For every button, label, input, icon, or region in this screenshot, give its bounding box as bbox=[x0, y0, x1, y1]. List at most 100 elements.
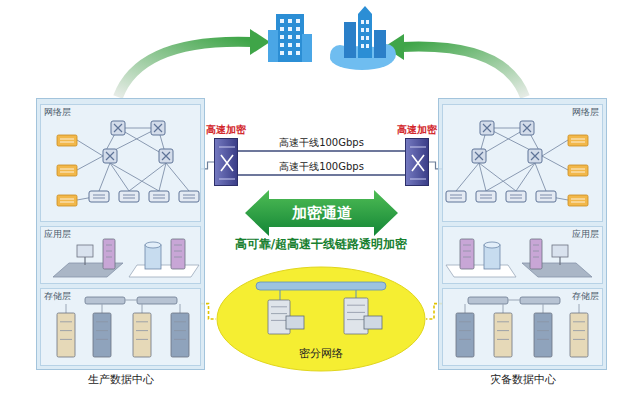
server-tower bbox=[573, 321, 585, 322]
server-tower bbox=[347, 312, 365, 313]
firewall-icon bbox=[57, 165, 77, 176]
server-tower bbox=[271, 306, 287, 307]
network-wire bbox=[508, 300, 520, 301]
network-wire bbox=[166, 163, 189, 191]
server-tower bbox=[133, 313, 151, 357]
server-tower bbox=[106, 251, 112, 252]
key-network-ellipse: 密分网络 bbox=[216, 266, 426, 372]
building-window bbox=[361, 36, 364, 40]
layer-title: 网络层 bbox=[44, 107, 71, 118]
server-tower bbox=[456, 313, 474, 357]
encryptor-symbol bbox=[219, 179, 235, 180]
storage-switch bbox=[468, 297, 508, 304]
server-tower bbox=[171, 239, 185, 269]
firewall-icon bbox=[568, 135, 588, 146]
switch-icon bbox=[89, 191, 109, 202]
server-tower bbox=[174, 339, 186, 340]
router-icon bbox=[523, 124, 531, 132]
building-window bbox=[288, 51, 292, 55]
access-arrow bbox=[118, 42, 252, 97]
node-illustration bbox=[406, 139, 430, 187]
network-wire bbox=[542, 140, 568, 156]
switch-icon bbox=[540, 195, 552, 198]
monitor-icon bbox=[286, 316, 304, 329]
router-icon bbox=[151, 121, 165, 135]
monitor-icon bbox=[559, 257, 560, 265]
network-layer: 网络层 bbox=[40, 104, 201, 222]
network-wire bbox=[503, 304, 504, 313]
server-tower bbox=[174, 257, 182, 258]
router-icon bbox=[528, 149, 542, 163]
server-tower bbox=[96, 321, 108, 322]
building-window bbox=[280, 51, 284, 55]
storage-layer: 存储层 bbox=[442, 288, 603, 366]
switch-icon bbox=[149, 191, 169, 202]
server-tower bbox=[463, 245, 471, 246]
building-window bbox=[280, 43, 284, 47]
monitor-icon bbox=[84, 257, 85, 265]
channel-caption: 高可靠/超高速干线链路透明加密 bbox=[235, 237, 407, 251]
switch-icon bbox=[450, 195, 462, 198]
server-tower bbox=[136, 339, 148, 340]
server-tower bbox=[570, 313, 588, 357]
network-wire bbox=[142, 304, 143, 313]
server-tower bbox=[60, 330, 72, 331]
application-layer: 应用层 bbox=[40, 226, 201, 284]
building-icon bbox=[358, 14, 372, 58]
device-label: 高速加密 bbox=[397, 124, 437, 136]
building-window bbox=[280, 19, 284, 23]
network-name: 密分网络 bbox=[299, 347, 343, 360]
firewall-icon bbox=[57, 135, 77, 146]
illustration-shape bbox=[219, 147, 235, 179]
firewall-icon bbox=[571, 139, 585, 142]
layer-title: 存储层 bbox=[572, 291, 599, 302]
encryptor-symbol bbox=[219, 147, 235, 148]
building-icon bbox=[358, 6, 372, 14]
server-tower bbox=[57, 313, 75, 357]
platform-shape bbox=[129, 265, 199, 277]
firewall-icon bbox=[571, 169, 585, 172]
building-window bbox=[366, 36, 369, 40]
router-icon bbox=[480, 121, 494, 135]
switch-icon bbox=[153, 195, 165, 198]
network-wire bbox=[479, 163, 486, 191]
server-tower bbox=[271, 313, 287, 314]
server-tower bbox=[271, 320, 287, 321]
router-icon bbox=[159, 149, 173, 163]
server-tower bbox=[530, 239, 542, 269]
layer-title: 存储层 bbox=[44, 291, 71, 302]
server-tower bbox=[459, 321, 471, 322]
network-wire bbox=[479, 163, 516, 191]
database-icon bbox=[484, 242, 500, 248]
router-icon bbox=[103, 149, 117, 163]
layer-title: 应用层 bbox=[572, 229, 599, 240]
encryptor-device: 高速加密 bbox=[405, 138, 429, 186]
panel-heading: 生产数据中心 bbox=[88, 373, 154, 386]
monitor-icon bbox=[552, 245, 568, 257]
encryptor-symbol bbox=[412, 155, 424, 171]
building-window bbox=[361, 28, 364, 32]
router-icon bbox=[106, 152, 114, 160]
firewall-icon bbox=[568, 195, 588, 206]
network-wire bbox=[516, 163, 535, 191]
server-tower bbox=[533, 251, 539, 252]
illustration-shape bbox=[57, 297, 189, 357]
server-tower bbox=[497, 339, 509, 340]
building-window bbox=[280, 35, 284, 39]
illustration-shape bbox=[53, 239, 199, 277]
switch-icon bbox=[119, 191, 139, 202]
node-illustration bbox=[215, 139, 239, 187]
network-wire bbox=[465, 304, 466, 313]
server-tower bbox=[347, 319, 365, 320]
server-tower bbox=[136, 330, 148, 331]
illustration-shape bbox=[446, 239, 592, 277]
panel-heading: 灾备数据中心 bbox=[490, 373, 556, 386]
monitor-icon bbox=[364, 316, 382, 329]
device-label: 高速加密 bbox=[206, 124, 246, 136]
server-tower bbox=[460, 239, 474, 269]
router-icon bbox=[475, 152, 483, 160]
link-label: 高速干线100Gbps bbox=[277, 161, 366, 173]
server-tower bbox=[103, 239, 115, 269]
building-window bbox=[288, 35, 292, 39]
firewall-icon bbox=[60, 169, 74, 172]
